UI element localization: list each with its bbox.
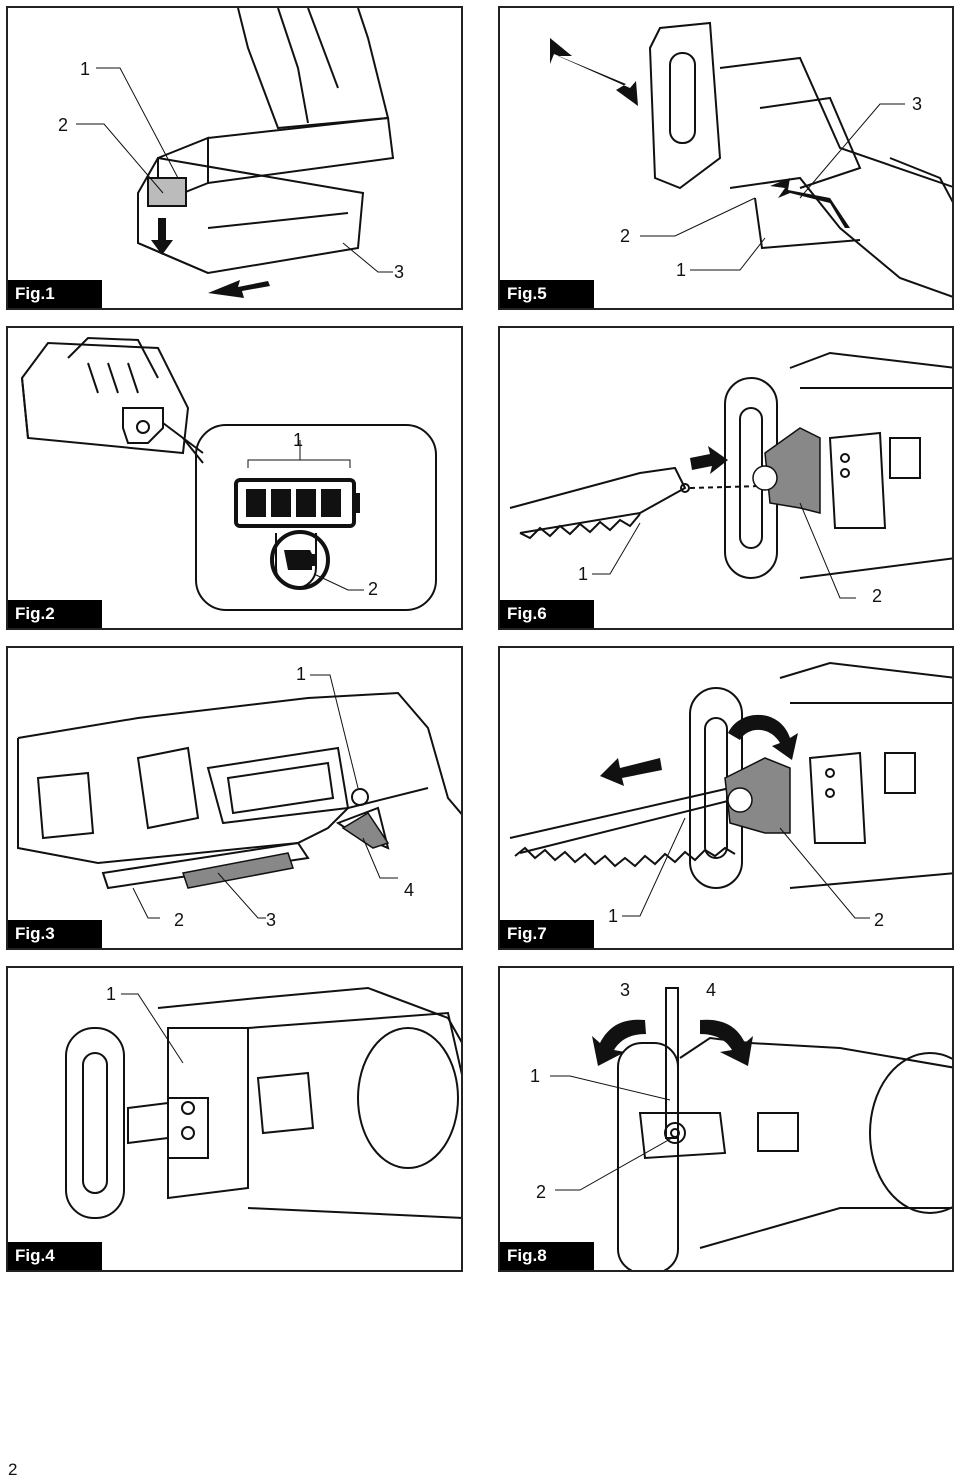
- figure-7-label: Fig.7: [500, 920, 594, 948]
- callout-1: 1: [578, 564, 589, 584]
- battery-removal-illustration: [76, 8, 395, 298]
- figure-5-panel: 3 2 1 Fig.5: [498, 6, 954, 310]
- callout-1: 1: [676, 260, 687, 280]
- callout-2: 2: [536, 1182, 547, 1202]
- callout-4: 4: [404, 880, 415, 900]
- callout-3: 3: [394, 262, 405, 282]
- figure-2-panel: 1 2 Fig.2: [6, 326, 463, 630]
- figure-7-panel: 1 2 Fig.7: [498, 646, 954, 950]
- callout-3: 3: [266, 910, 277, 930]
- page-number: 2: [8, 1460, 18, 1479]
- figure-8-label: Fig.8: [500, 1242, 594, 1270]
- figure-8-panel: 3 4 1 2 Fig.8: [498, 966, 954, 1272]
- figure-6-panel: 1 2 Fig.6: [498, 326, 954, 630]
- figure-3-panel: 1 2 3 4 Fig.3: [6, 646, 463, 950]
- hex-wrench-storage-illustration: [550, 987, 952, 1270]
- callout-1: 1: [106, 984, 117, 1004]
- callout-2: 2: [620, 226, 631, 246]
- figure-6-label: Fig.6: [500, 600, 594, 628]
- figure-5-label: Fig.5: [500, 280, 594, 308]
- callout-1: 1: [293, 430, 304, 450]
- callout-2: 2: [174, 910, 185, 930]
- blade-removal-illustration: [509, 661, 952, 919]
- figure-3-label: Fig.3: [8, 920, 102, 948]
- figure-1-panel: 1 2 3 Fig.1: [6, 6, 463, 310]
- callout-1: 1: [530, 1066, 541, 1086]
- figure-4-panel: 1 Fig.4: [6, 966, 463, 1272]
- shoe-hex-wrench-illustration: [550, 21, 952, 298]
- callout-4: 4: [706, 980, 717, 1000]
- callout-1: 1: [80, 59, 91, 79]
- callout-2: 2: [58, 115, 69, 135]
- callout-2: 2: [872, 586, 883, 606]
- callout-2: 2: [874, 910, 885, 930]
- callout-1: 1: [608, 906, 619, 926]
- blade-clamp-front-illustration: [65, 986, 461, 1219]
- figure-4-label: Fig.4: [8, 1242, 102, 1270]
- battery-indicator-illustration: [20, 336, 437, 611]
- callout-3: 3: [620, 980, 631, 1000]
- shoe-adjustment-illustration: [17, 674, 461, 919]
- callout-2: 2: [368, 579, 379, 599]
- figure-2-label: Fig.2: [8, 600, 102, 628]
- blade-install-illustration: [509, 351, 952, 599]
- figure-1-label: Fig.1: [8, 280, 102, 308]
- callout-1: 1: [296, 664, 307, 684]
- callout-3: 3: [912, 94, 923, 114]
